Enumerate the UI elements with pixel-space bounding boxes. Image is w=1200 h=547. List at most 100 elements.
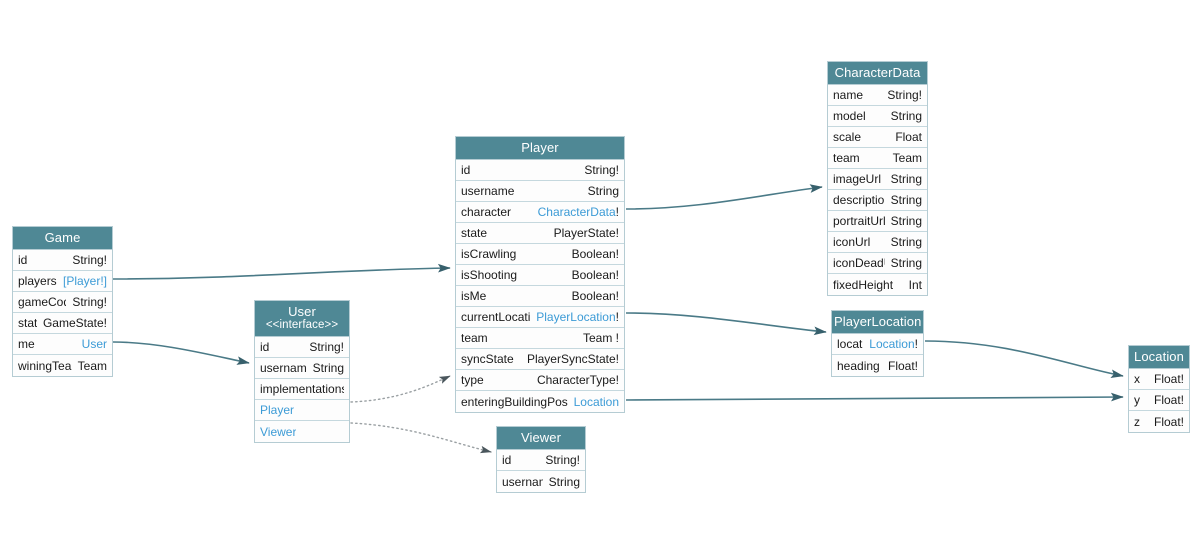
field-type-link[interactable]: CharacterData <box>537 205 616 219</box>
field-name: character <box>461 205 512 219</box>
edge-player-character-characterdata <box>625 184 823 210</box>
field-type[interactable]: User <box>82 337 107 351</box>
entity-user[interactable]: User<<interface>>idString!usernameString… <box>254 300 350 443</box>
field-name: state <box>461 226 488 240</box>
field-name: imageUrl <box>833 172 882 186</box>
field-type: Boolean! <box>571 289 619 303</box>
field-type: GameState! <box>42 316 107 330</box>
field-type: String! <box>72 295 107 309</box>
field-row[interactable]: winingTeamTeam <box>13 355 112 376</box>
field-name: description <box>833 193 885 207</box>
entity-title-user: User<<interface>> <box>255 301 349 337</box>
entity-game[interactable]: GameidString!players[Player!]gameCodeStr… <box>12 226 113 377</box>
field-type[interactable]: Location! <box>869 337 918 351</box>
field-row[interactable]: username String <box>497 471 585 492</box>
field-name: id <box>18 253 28 267</box>
field-name: id <box>461 163 471 177</box>
implementation-link[interactable]: Viewer <box>260 424 297 439</box>
field-type[interactable]: [Player!] <box>63 274 107 288</box>
field-row[interactable]: locationLocation! <box>832 334 923 355</box>
entity-playerlocation[interactable]: PlayerLocation locationLocation!headingFl… <box>831 310 924 377</box>
field-row[interactable]: state PlayerState! <box>456 223 624 244</box>
field-name: portraitUrl <box>833 214 885 228</box>
field-name: username <box>502 474 543 489</box>
field-type: Float! <box>1153 393 1184 407</box>
field-type[interactable]: PlayerLocation! <box>536 310 619 324</box>
field-row[interactable]: imageUrl String <box>828 169 927 190</box>
field-row[interactable]: currentLocationPlayerLocation! <box>456 307 624 328</box>
field-name: gameCode <box>18 295 66 309</box>
field-type-link[interactable]: [Player!] <box>62 274 107 288</box>
field-name: isMe <box>461 289 487 303</box>
field-row[interactable]: Viewer <box>255 421 349 442</box>
field-type: String! <box>309 340 344 354</box>
field-row[interactable]: id String! <box>456 160 624 181</box>
field-type[interactable]: CharacterData! <box>538 205 619 219</box>
field-type-link[interactable]: Location <box>573 394 619 409</box>
field-row[interactable]: implementations <box>255 379 349 400</box>
field-type-link[interactable]: PlayerLocation <box>536 310 616 324</box>
field-type-link[interactable]: User <box>81 337 107 351</box>
field-type: PlayerState! <box>553 226 619 240</box>
entity-name: User <box>288 304 316 319</box>
field-name: state <box>18 316 37 330</box>
entity-name: CharacterData <box>834 65 921 80</box>
field-row[interactable]: description String <box>828 190 927 211</box>
field-type-nonnull-marker: ! <box>615 310 619 324</box>
field-type: String! <box>584 163 619 177</box>
field-type-link[interactable]: Location <box>869 337 915 351</box>
field-name: scale <box>833 130 862 144</box>
field-type[interactable]: Location <box>574 395 619 409</box>
field-type: String <box>587 184 619 198</box>
field-row[interactable]: players[Player!] <box>13 271 112 292</box>
field-row[interactable]: isMe Boolean! <box>456 286 624 307</box>
field-type: String <box>548 474 580 489</box>
field-row[interactable]: iconDeadUrlString <box>828 253 927 274</box>
field-name: enteringBuildingPosition <box>461 394 568 409</box>
field-row[interactable]: Player <box>255 400 349 421</box>
entity-name: Viewer <box>520 430 562 445</box>
edge-player-enteringbuildingposition-location <box>625 392 1124 402</box>
field-type: String <box>890 193 922 207</box>
implementation-link[interactable]: Player <box>260 403 295 417</box>
field-row[interactable]: character CharacterData! <box>456 202 624 223</box>
field-type: String <box>312 361 344 375</box>
entity-title-viewer: Viewer <box>497 427 585 450</box>
field-row[interactable]: enteringBuildingPosition Location <box>456 391 624 412</box>
field-row[interactable]: gameCode String! <box>13 292 112 313</box>
field-type: String <box>890 172 922 186</box>
entity-title-location: Location <box>1129 346 1189 369</box>
field-row[interactable]: state GameState! <box>13 313 112 334</box>
field-type: Team <box>892 151 922 165</box>
field-type: CharacterType! <box>536 373 619 387</box>
field-name: team <box>461 331 488 345</box>
field-name: iconDeadUrl <box>833 256 885 270</box>
entity-name: PlayerLocation <box>834 314 922 329</box>
